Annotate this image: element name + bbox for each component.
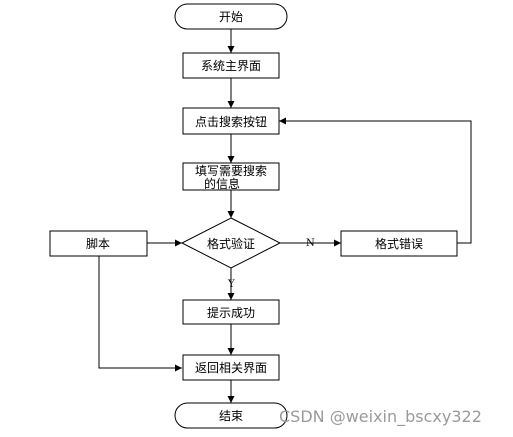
node-script-label: 脚本 <box>86 236 110 251</box>
node-format-check: 格式验证 <box>180 217 282 269</box>
node-fill-info: 填写需要搜索 的信息 <box>182 162 280 191</box>
node-format-error-label: 格式错误 <box>375 236 423 251</box>
node-format-check-label: 格式验证 <box>207 236 255 251</box>
edge-error-back-to-click <box>279 117 472 244</box>
node-main-ui: 系统主界面 <box>182 52 280 79</box>
node-start-label: 开始 <box>219 10 243 24</box>
edge-label-no: N <box>306 238 315 249</box>
node-main-ui-label: 系统主界面 <box>201 59 261 73</box>
node-click-search: 点击搜索按钮 <box>182 107 280 135</box>
edges <box>98 29 472 403</box>
watermark-text: CSDN @weixin_bscxy322 <box>279 407 482 427</box>
node-fill-info-label-line1: 填写需要搜索 <box>195 163 267 178</box>
node-script: 脚本 <box>49 230 148 257</box>
node-format-error: 格式错误 <box>340 230 458 257</box>
node-prompt-success: 提示成功 <box>182 299 280 325</box>
node-click-search-label: 点击搜索按钮 <box>195 114 267 129</box>
node-start: 开始 <box>174 3 288 30</box>
node-fill-info-label-line2: 的信息 <box>204 176 240 191</box>
node-end-label: 结束 <box>219 409 243 423</box>
edge-label-yes: Y <box>227 279 235 290</box>
node-end: 结束 <box>174 402 288 429</box>
edge-script-to-return <box>98 256 182 372</box>
node-prompt-success-label: 提示成功 <box>207 305 255 320</box>
node-return-ui-label: 返回相关界面 <box>195 361 267 375</box>
node-return-ui: 返回相关界面 <box>182 354 280 381</box>
